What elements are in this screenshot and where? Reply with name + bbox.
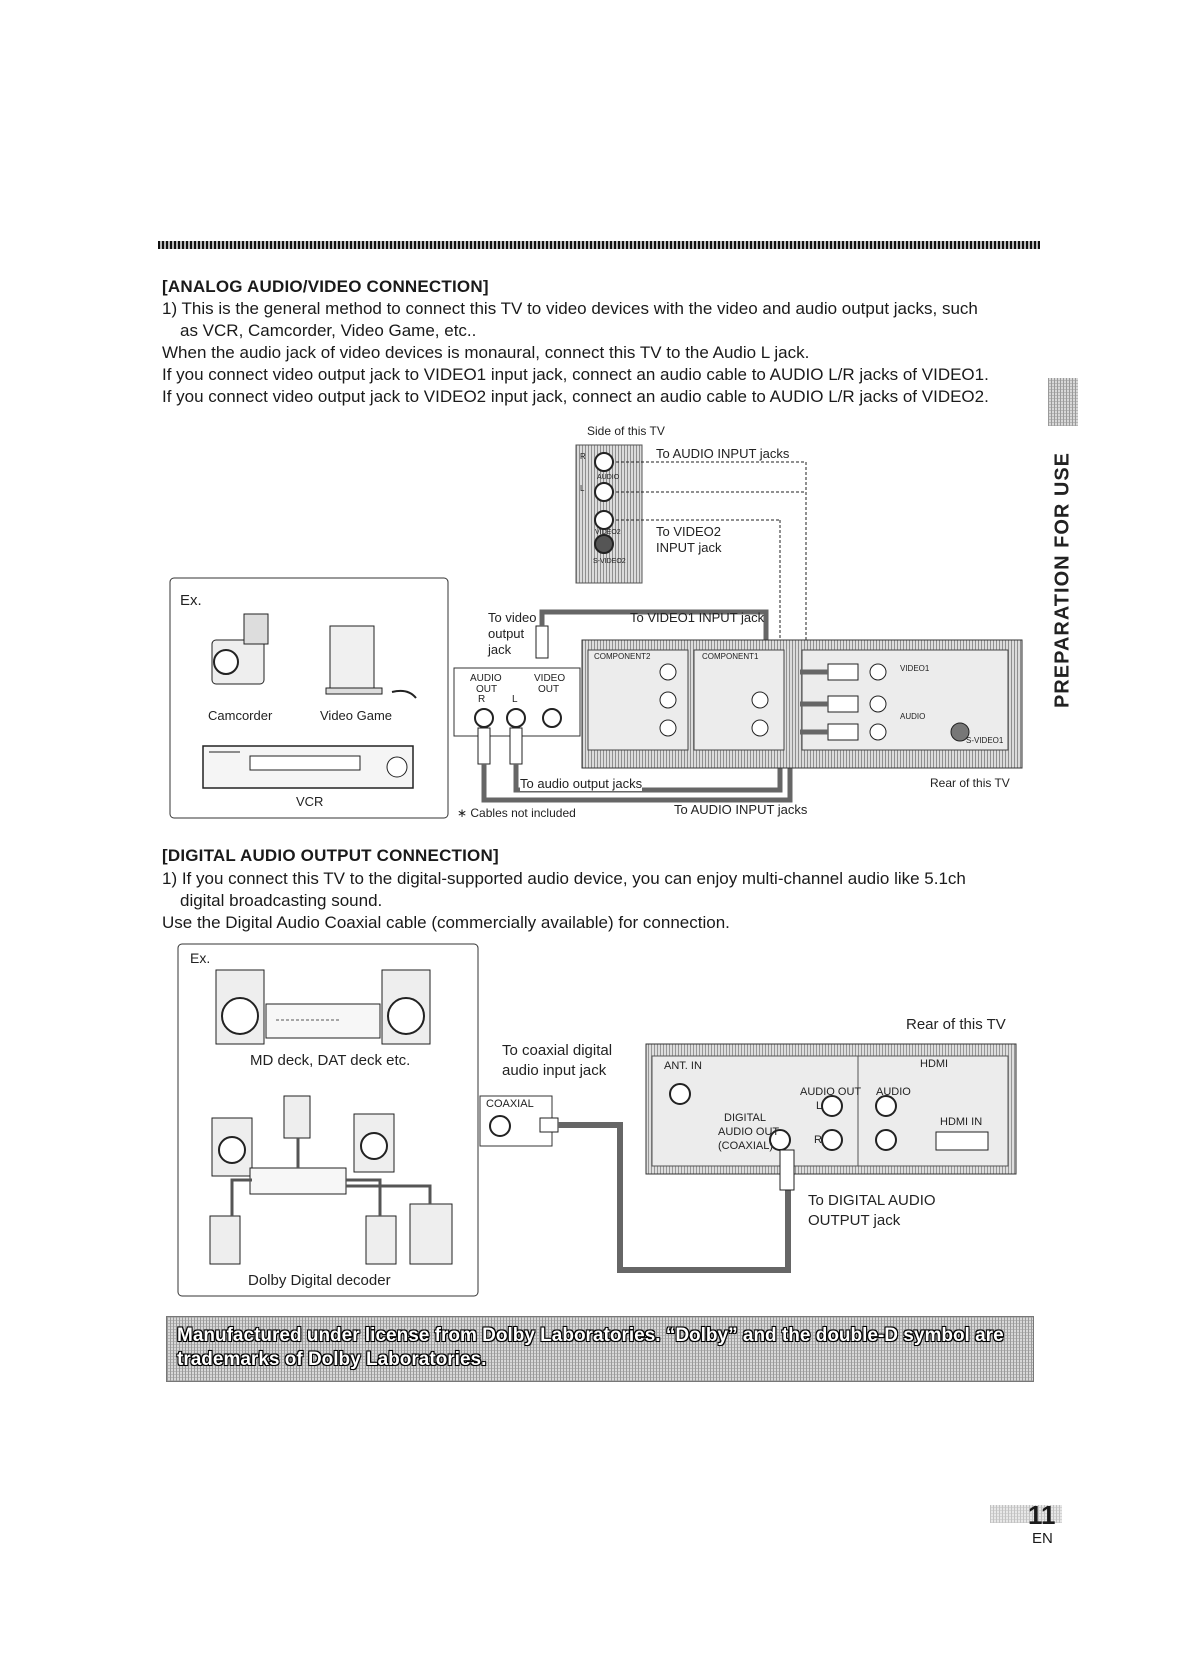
ant-in-label: ANT. IN: [664, 1060, 702, 1072]
dolby-notice: Manufactured under license from Dolby La…: [166, 1316, 1034, 1382]
header-divider: [158, 241, 1040, 249]
digital-rear-tv-label: Rear of this TV: [906, 1016, 1006, 1033]
to-video-output-3: jack: [488, 642, 512, 657]
page-number: 11: [1028, 1500, 1056, 1530]
cables-not-included: ∗ Cables not included: [457, 806, 576, 820]
to-digital-label-1: To DIGITAL AUDIO: [808, 1192, 936, 1209]
side-tv-label: Side of this TV: [587, 424, 665, 438]
to-video1-input-label: To VIDEO1 INPUT jack: [630, 610, 765, 625]
vcr-audio-out-label: AUDIO: [470, 673, 502, 684]
side-jack-audio: AUDIO: [597, 474, 620, 481]
analog-paragraph-1: 1) This is the general method to connect…: [162, 298, 989, 408]
digital-label: DIGITAL: [724, 1112, 766, 1124]
to-video-output-1: To video: [488, 610, 537, 625]
vcr-out2-label: OUT: [538, 684, 560, 695]
coaxial-label: COAXIAL: [486, 1098, 534, 1110]
analog-p1-line1: 1) This is the general method to connect…: [162, 299, 978, 318]
digital-p1-line1: 1) If you connect this TV to the digital…: [162, 869, 966, 888]
to-digital-label-2: OUTPUT jack: [808, 1212, 901, 1229]
to-audio-input-bottom-label: To AUDIO INPUT jacks: [674, 802, 808, 817]
vcr-l-label: L: [512, 694, 518, 705]
to-audio-input-top-label: To AUDIO INPUT jacks: [656, 446, 790, 461]
to-audio-output-label: To audio output jacks: [520, 776, 643, 791]
digital-coaxial-label: (COAXIAL): [718, 1140, 774, 1152]
dolby-notice-line1: Manufactured under license from Dolby La…: [177, 1325, 1004, 1346]
vcr-r-label: R: [478, 694, 486, 705]
analog-p3: If you connect video output jack to VIDE…: [162, 365, 989, 384]
side-jack-r: R: [580, 452, 586, 461]
analog-p1-line2: as VCR, Camcorder, Video Game, etc..: [180, 321, 477, 340]
vcr-out1-label: OUT: [476, 684, 498, 695]
digital-ex-label: Ex.: [190, 950, 211, 966]
digital-p1-line2: digital broadcasting sound.: [180, 891, 383, 910]
vcr-label: VCR: [296, 794, 324, 809]
page-language: EN: [1032, 1530, 1053, 1547]
audio-l-label: L: [816, 1100, 823, 1112]
analog-p2: When the audio jack of video devices is …: [162, 343, 810, 362]
digital-paragraph: 1) If you connect this TV to the digital…: [162, 868, 966, 934]
hdmi-audio-label: AUDIO: [876, 1086, 911, 1098]
rear-audio-label: AUDIO: [900, 712, 926, 721]
dolby-notice-line2: trademarks of Dolby Laboratories.: [177, 1349, 487, 1370]
analog-section-title: [ANALOG AUDIO/VIDEO CONNECTION]: [162, 277, 489, 296]
analog-p4: If you connect video output jack to VIDE…: [162, 387, 989, 406]
to-video2-label-2: INPUT jack: [656, 540, 722, 555]
dolby-notice-text: Manufactured under license from Dolby La…: [177, 1324, 1023, 1372]
to-video2-label-1: To VIDEO2: [656, 524, 722, 539]
to-coaxial-label-2: audio input jack: [502, 1062, 607, 1079]
svideo1-label: S-VIDEO1: [966, 736, 1004, 745]
section-tab-marker: [1048, 378, 1078, 426]
component2-label: COMPONENT2: [594, 652, 651, 661]
dolby-decoder-label: Dolby Digital decoder: [248, 1272, 391, 1289]
digital-section-title: [DIGITAL AUDIO OUTPUT CONNECTION]: [162, 846, 499, 865]
side-jack-svideo2: S-VIDEO2: [593, 558, 626, 565]
md-deck-label: MD deck, DAT deck etc.: [250, 1052, 411, 1069]
video1-label: VIDEO1: [900, 664, 930, 673]
analog-rear-tv-label: Rear of this TV: [930, 776, 1010, 790]
digital-audio-out-label: AUDIO OUT: [718, 1126, 780, 1138]
video-game-label: Video Game: [320, 708, 393, 723]
audio-r-label: R: [814, 1134, 822, 1146]
side-jack-l: L: [580, 484, 585, 493]
page-number-shade: [990, 1505, 1062, 1523]
audio-out-label: AUDIO OUT: [800, 1086, 862, 1098]
to-coaxial-label-1: To coaxial digital: [502, 1042, 613, 1059]
hdmi-in-label: HDMI IN: [940, 1116, 983, 1128]
analog-ex-label: Ex.: [180, 592, 202, 609]
component1-label: COMPONENT1: [702, 652, 759, 661]
hdmi-label: HDMI: [920, 1058, 949, 1070]
to-video-output-2: output: [488, 626, 525, 641]
vcr-video-out-label: VIDEO: [534, 673, 566, 684]
side-jack-video2: VIDEO2: [595, 529, 621, 536]
digital-p2: Use the Digital Audio Coaxial cable (com…: [162, 913, 730, 932]
camcorder-label: Camcorder: [208, 708, 273, 723]
